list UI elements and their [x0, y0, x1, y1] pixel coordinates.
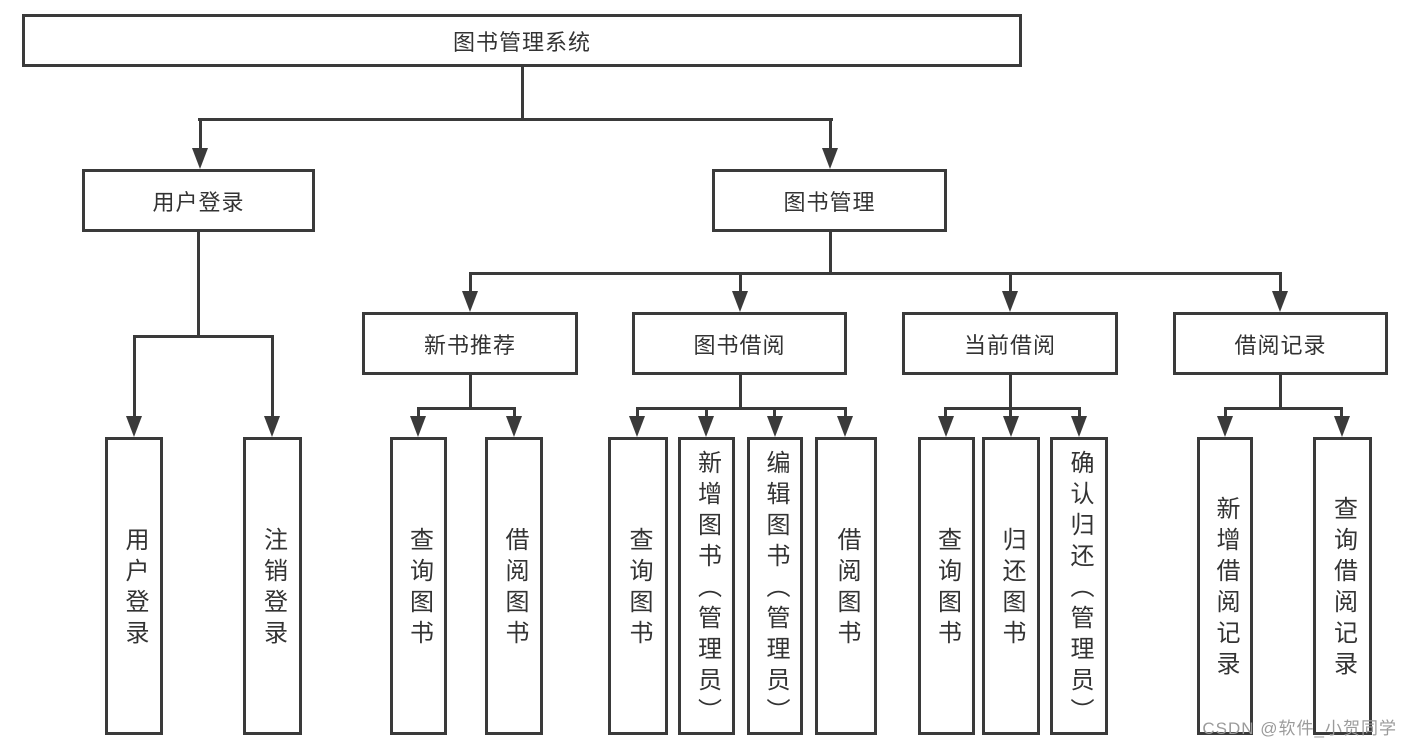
arrow-down-icon [1217, 416, 1233, 437]
leaf-logout: 注销登录 [243, 437, 302, 735]
leaf-user-login: 用户登录 [105, 437, 163, 735]
node-book-borrowing: 图书借阅 [632, 312, 847, 375]
connector-rec-stem [469, 375, 472, 410]
arrow-down-icon [822, 148, 838, 169]
connector-cb-stem [1009, 375, 1012, 410]
connector-drop [844, 407, 847, 419]
arrow-down-icon [192, 148, 208, 169]
arrow-down-icon [1003, 416, 1019, 437]
connector-drop-book-borrow [739, 272, 742, 294]
node-new-book-recommendation: 新书推荐 [362, 312, 578, 375]
arrow-down-icon [264, 416, 280, 437]
connector-user-stem [197, 232, 200, 338]
connector-drop-book-mgmt [829, 118, 832, 152]
connector-mgmt-stem [829, 232, 832, 275]
leaf-query-books-borrowing: 查询图书 [608, 437, 668, 735]
connector-drop-leaf-logout [271, 335, 274, 419]
node-library-management-system: 图书管理系统 [22, 14, 1022, 67]
connector-drop-current-borrow [1009, 272, 1012, 294]
arrow-down-icon [1334, 416, 1350, 437]
leaf-borrow-books-recommend: 借阅图书 [485, 437, 543, 735]
connector-drop-new-book-rec [469, 272, 472, 294]
connector-drop [513, 407, 516, 419]
connector-drop [705, 407, 708, 419]
node-user-login: 用户登录 [82, 169, 315, 232]
connector-drop [1009, 407, 1012, 419]
arrow-down-icon [698, 416, 714, 437]
arrow-down-icon [732, 291, 748, 312]
connector-bb-rail [636, 407, 847, 410]
leaf-edit-books-admin: 编辑图书（管理员） [747, 437, 803, 735]
leaf-add-borrow-record: 新增借阅记录 [1197, 437, 1253, 735]
connector-bb-stem [739, 375, 742, 410]
leaf-confirm-return-admin: 确认归还（管理员） [1050, 437, 1108, 735]
connector-level1-rail [198, 118, 833, 121]
csdn-watermark: CSDN @软件_小贺同学 [1202, 719, 1397, 738]
node-book-management: 图书管理 [712, 169, 947, 232]
arrow-down-icon [462, 291, 478, 312]
arrow-down-icon [1272, 291, 1288, 312]
connector-drop [1078, 407, 1081, 419]
connector-drop-borrow-records [1279, 272, 1282, 294]
leaf-borrow-books: 借阅图书 [815, 437, 877, 735]
connector-drop [636, 407, 639, 419]
connector-drop [773, 407, 776, 419]
connector-br-stem [1279, 375, 1282, 410]
leaf-add-books-admin: 新增图书（管理员） [678, 437, 735, 735]
leaf-return-books: 归还图书 [982, 437, 1040, 735]
connector-level2-rail [469, 272, 1282, 275]
arrow-down-icon [767, 416, 783, 437]
connector-drop [1340, 407, 1343, 419]
arrow-down-icon [938, 416, 954, 437]
connector-drop [1224, 407, 1227, 419]
arrow-down-icon [837, 416, 853, 437]
arrow-down-icon [1002, 291, 1018, 312]
leaf-query-borrow-record: 查询借阅记录 [1313, 437, 1372, 735]
connector-user-rail [133, 335, 274, 338]
arrow-down-icon [126, 416, 142, 437]
arrow-down-icon [410, 416, 426, 437]
connector-rec-rail [417, 407, 516, 410]
arrow-down-icon [506, 416, 522, 437]
connector-cb-rail [944, 407, 1081, 410]
connector-drop-leaf-user-login [133, 335, 136, 419]
connector-br-rail [1224, 407, 1343, 410]
node-current-borrowing: 当前借阅 [902, 312, 1118, 375]
arrow-down-icon [1071, 416, 1087, 437]
connector-root-stem [521, 67, 524, 118]
connector-drop [417, 407, 420, 419]
arrow-down-icon [629, 416, 645, 437]
connector-drop-user-login [199, 118, 202, 152]
leaf-query-books-current: 查询图书 [918, 437, 975, 735]
leaf-query-books-recommend: 查询图书 [390, 437, 447, 735]
node-borrowing-records: 借阅记录 [1173, 312, 1388, 375]
connector-drop [944, 407, 947, 419]
